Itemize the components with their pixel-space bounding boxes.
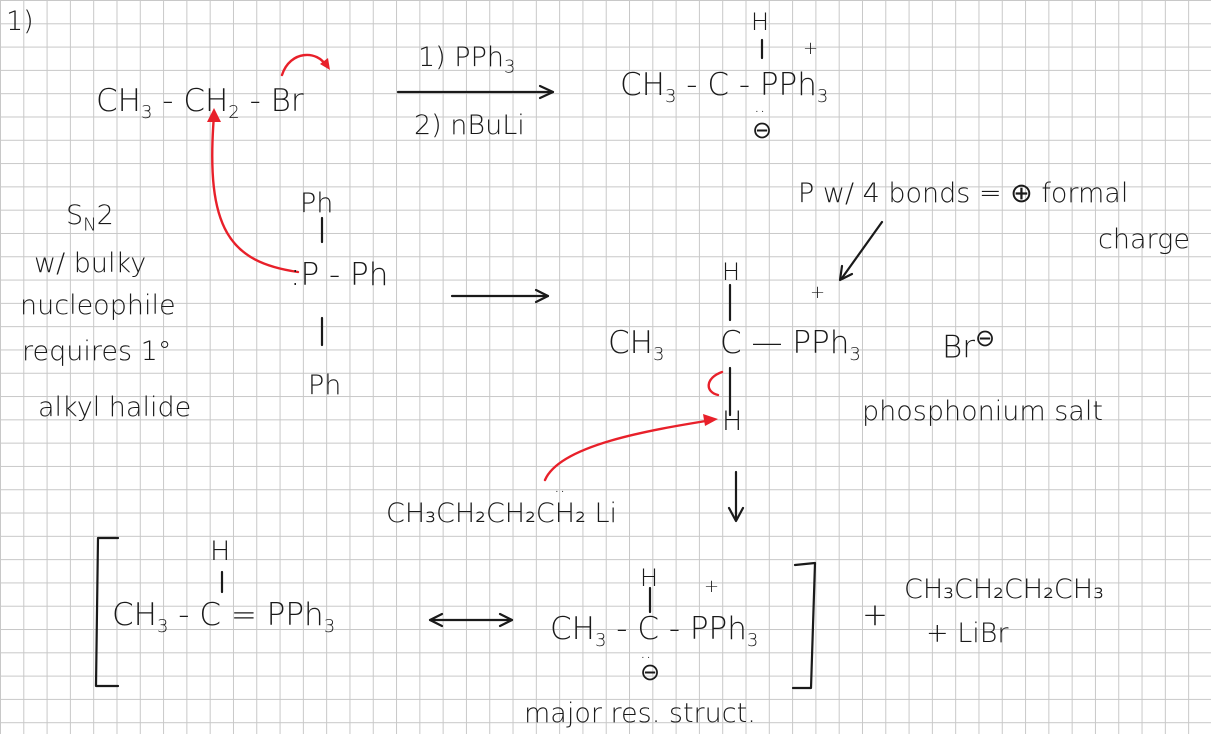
res-cpph: - C - PPh	[606, 611, 747, 647]
resonance-arrow-left	[428, 612, 444, 628]
base-lone-pair: ..	[554, 476, 566, 497]
left-bracket	[94, 536, 120, 688]
ylide-h: H	[210, 536, 231, 567]
reagent-step-2: 2) nBuLi	[414, 110, 525, 141]
phosphonium-cpph: C — PPh	[720, 325, 850, 361]
red-arrowhead-cbr	[320, 58, 330, 70]
res-ch: CH	[550, 611, 595, 647]
product-ylide-1: CH3 - C - PPh3	[620, 70, 828, 106]
major-res-label: major res. struct.	[524, 698, 756, 729]
phosphonium-h-bottom: H	[722, 406, 743, 437]
base-nbuli: CH₃CH₂CH₂CH₂ Li	[386, 498, 618, 529]
bromide-counterion: Br⊖	[942, 326, 995, 363]
product-sub3: 3	[664, 86, 677, 108]
product-ch: CH	[620, 67, 665, 103]
res-pph-sub: 3	[746, 630, 759, 652]
red-curved-arrow-cbr	[280, 53, 328, 77]
sn2-note-line5: alkyl halide	[38, 392, 192, 423]
byproduct-libr: + LiBr	[926, 618, 1009, 649]
product-plus-charge: +	[803, 38, 819, 59]
reagent-pph-sub: 3	[503, 56, 516, 78]
sn2-note-line2: w/ bulky	[34, 248, 147, 279]
reactant-ethyl-bromide: CH3 - CH2 - Br	[96, 86, 304, 122]
phosphonium-ch3: CH3	[608, 328, 664, 364]
phosphonium-pph-sub: 3	[849, 344, 861, 366]
ylide-ch-sub: 3	[156, 616, 169, 638]
reactant-ch2: - CH	[152, 83, 229, 119]
phosphonium-ch-sub: 3	[652, 344, 665, 366]
product-minus-charge: ⊖	[752, 116, 773, 144]
ylide-pph-sub: 3	[323, 616, 336, 638]
product-cpph: - C - PPh	[676, 67, 817, 103]
sn2-2: 2	[96, 200, 114, 231]
byproduct-butane: CH₃CH₂CH₂CH₃	[904, 574, 1104, 605]
reactant-br: - Br	[239, 83, 304, 119]
reactant-ch: CH	[96, 83, 141, 119]
bromide-br: Br	[942, 329, 976, 366]
sn2-s: S	[66, 200, 84, 231]
resonance-arrow-right	[498, 612, 514, 628]
formal-charge-note-line2: charge	[1098, 224, 1190, 255]
product-h: H	[751, 8, 770, 36]
pph3-bottom-ph: Ph	[308, 370, 342, 401]
reagent-pph: 1) PPh	[418, 42, 504, 73]
pph3-center: :P - Ph	[290, 257, 389, 293]
res-h: H	[640, 564, 659, 592]
res-minus: ⊖	[640, 658, 661, 686]
problem-number: 1)	[6, 6, 34, 37]
sn2-note-line3: nucleophile	[20, 290, 176, 321]
red-deprotonation-arrow	[543, 418, 714, 482]
sn2-note-line4: requires 1°	[22, 336, 172, 367]
phosphonium-cpph3: C — PPh3	[720, 328, 861, 364]
reactant-sub2: 2	[228, 102, 240, 124]
sn2-label: SN2	[66, 202, 114, 234]
bromide-charge: ⊖	[975, 324, 996, 352]
reagent-step-1: 1) PPh3	[418, 44, 515, 76]
ylide-cpph: - C = PPh	[168, 597, 324, 633]
red-attack-arrow	[211, 113, 300, 274]
reactant-sub3: 3	[140, 102, 153, 124]
res-structure: CH3 - C - PPh3	[550, 614, 758, 650]
reaction-arrow-2-head	[534, 288, 550, 304]
phosphonium-h-top: H	[722, 258, 741, 286]
right-bracket	[791, 561, 817, 690]
red-curved-arrow-ch	[707, 370, 724, 397]
res-plus: +	[704, 576, 720, 597]
formal-charge-note: P w/ 4 bonds = ⊕ formal	[798, 178, 1129, 209]
formal-charge-pointer-head	[838, 264, 854, 282]
res-ch-sub: 3	[594, 630, 607, 652]
sn2-n: N	[83, 214, 97, 236]
reaction-arrow-1-head	[538, 84, 555, 100]
product-pph-sub: 3	[816, 86, 829, 108]
formal-charge-pointer	[840, 220, 884, 280]
pph3-top-ph: Ph	[300, 188, 334, 219]
byproduct-plus: +	[862, 597, 888, 633]
phosphonium-salt-label: phosphonium salt	[862, 396, 1103, 427]
phosphonium-ch: CH	[608, 325, 653, 361]
reaction-arrow-down-head	[727, 506, 745, 523]
phosphonium-plus: +	[810, 282, 826, 303]
red-arrowhead-deprotonation	[703, 414, 718, 426]
ylide-structure: CH3 - C = PPh3	[112, 600, 335, 636]
red-arrowhead-attack	[207, 108, 221, 122]
ylide-ch: CH	[112, 597, 157, 633]
res-lone-pair: ..	[640, 642, 652, 663]
product-lone-pair: ..	[754, 96, 766, 117]
